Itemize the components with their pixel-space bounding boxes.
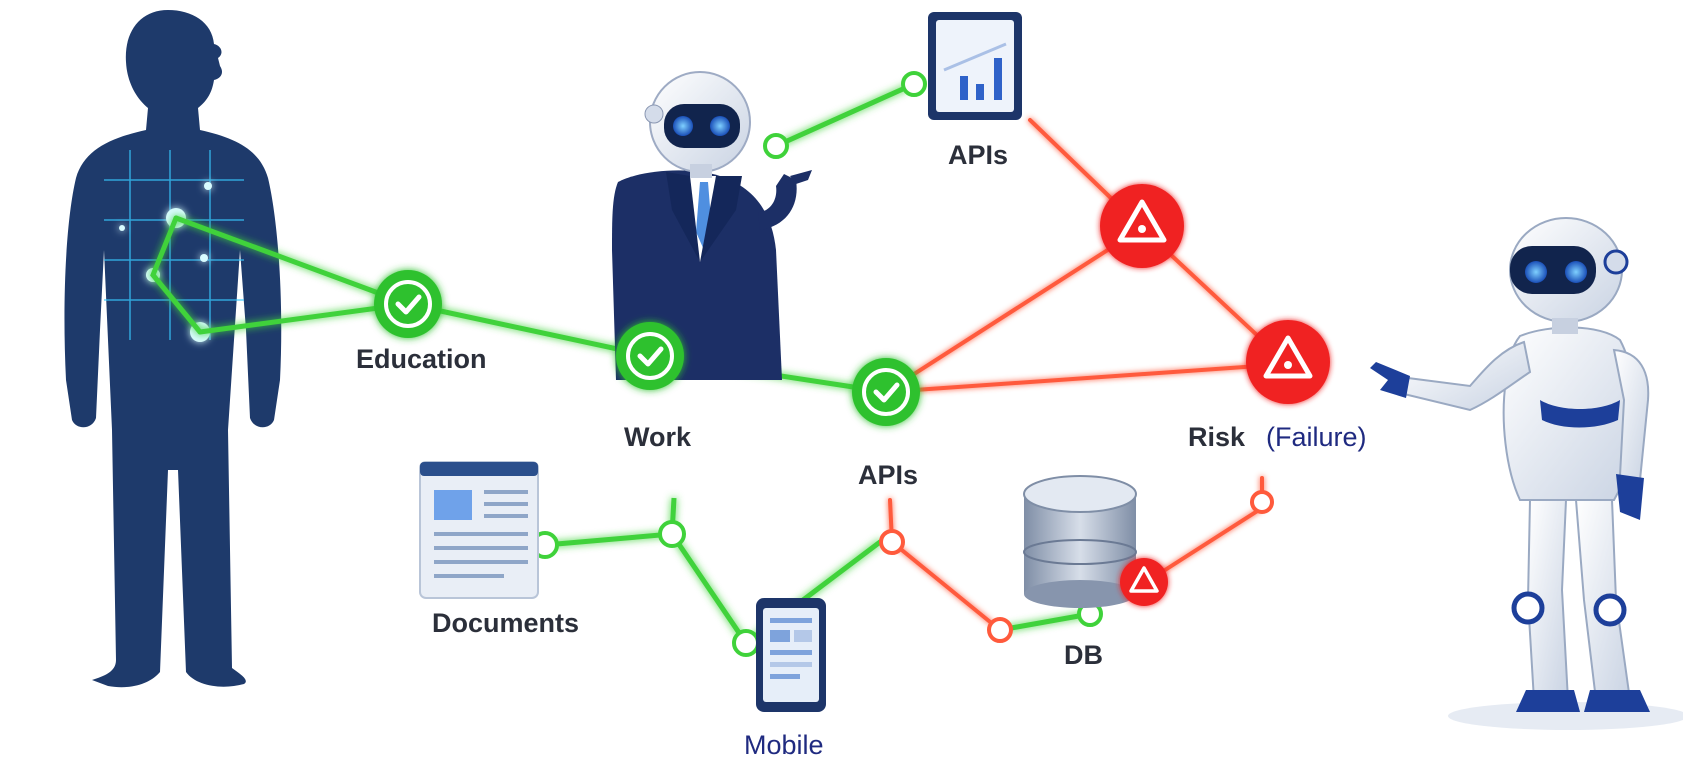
warning-node-risk <box>1246 320 1330 404</box>
body-network <box>104 150 244 340</box>
label-mobile: Mobile <box>744 730 824 760</box>
link-body-internal <box>150 215 203 335</box>
document-icon <box>419 461 539 599</box>
smartphone-icon <box>756 598 826 712</box>
check-node-education <box>374 270 442 338</box>
link-apis-risk <box>884 362 1290 394</box>
human-silhouette <box>64 10 282 688</box>
link-education-work <box>405 301 653 359</box>
check-circle-icon <box>637 346 664 367</box>
tablet-chart-icon <box>928 12 1022 120</box>
link-body-education-2 <box>197 301 411 335</box>
label-documents: Documents <box>432 608 580 638</box>
warning-triangle-icon <box>1129 566 1159 593</box>
check-node-work <box>616 322 684 390</box>
warning-triangle-icon <box>1263 335 1313 379</box>
check-node-apis <box>852 358 920 426</box>
label-risk: Risk <box>1188 422 1246 452</box>
label-apis-mid: APIs <box>858 460 919 490</box>
link-robot-tablet <box>773 81 917 149</box>
link-apis-db <box>888 498 1002 632</box>
link-apis-warning-top <box>884 226 1144 394</box>
check-circle-icon <box>395 294 422 315</box>
label-education: Education <box>356 344 487 374</box>
label-db: DB <box>1064 640 1103 670</box>
check-circle-icon <box>873 382 900 403</box>
warning-node-top <box>1100 184 1184 268</box>
link-body-education <box>173 215 411 307</box>
pointing-robot <box>1370 217 1683 730</box>
database-icon <box>1023 475 1137 608</box>
label-failure: (Failure) <box>1266 422 1367 452</box>
warning-triangle-icon <box>1117 199 1167 243</box>
warning-node-db <box>1120 558 1168 606</box>
link-db-green <box>997 611 1093 633</box>
link-documents-mobile <box>542 497 883 647</box>
label-work: Work <box>624 422 692 452</box>
label-apis-top: APIs <box>948 140 1009 170</box>
